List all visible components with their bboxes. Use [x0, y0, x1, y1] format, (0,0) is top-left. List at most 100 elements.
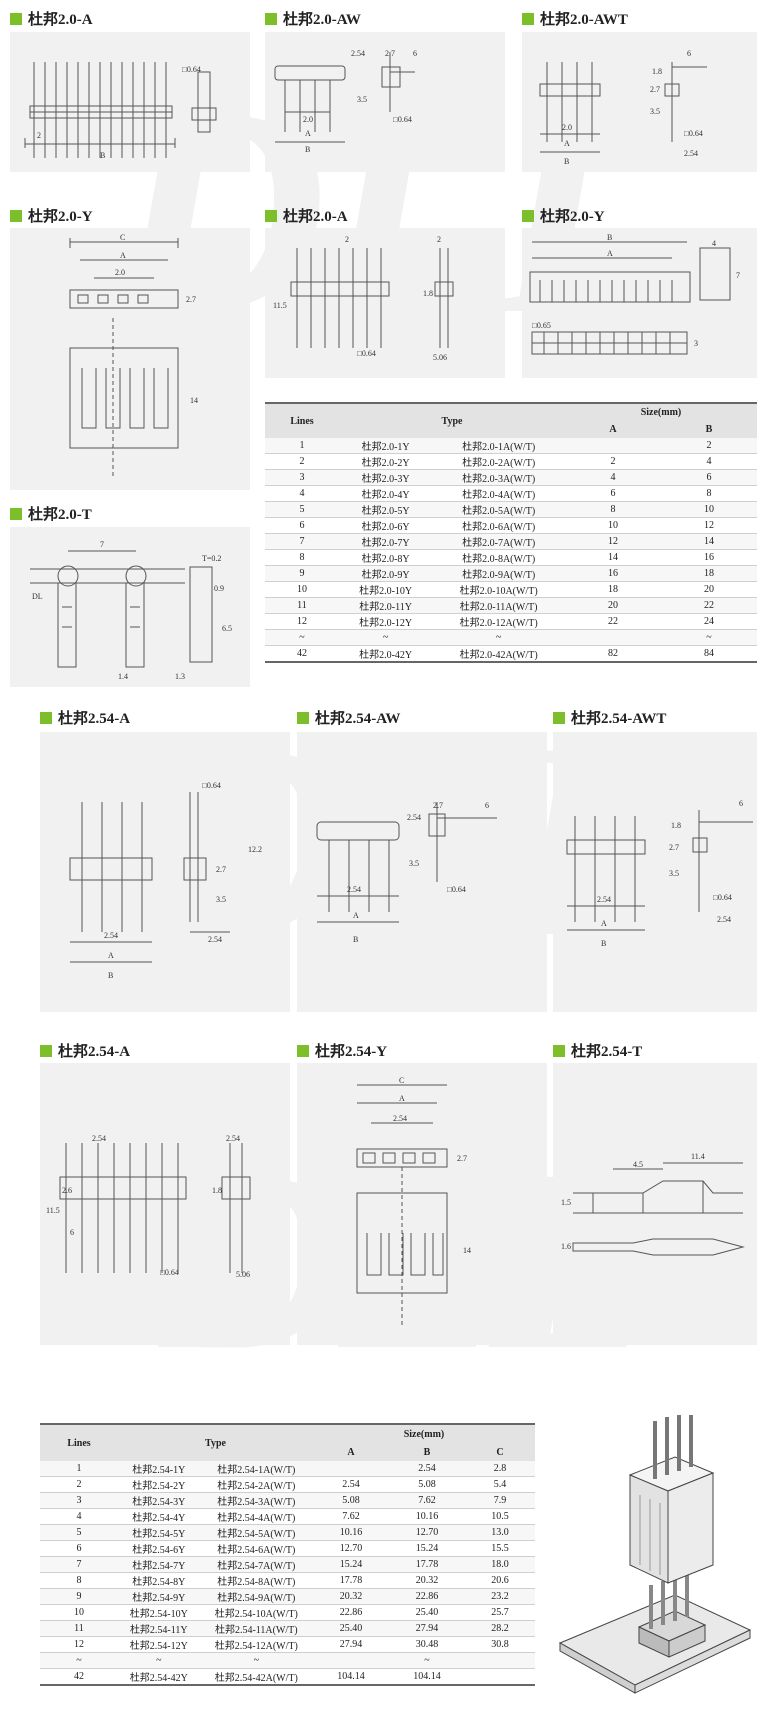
dim-label: 1.8	[212, 1186, 222, 1195]
drawing-2-0-t: 7 T=0.2 DL 0.9 6.5 1.4 1.3	[10, 527, 250, 687]
title-2-54-a: 杜邦2.54-A	[40, 707, 130, 728]
cell: 14	[565, 549, 661, 566]
dim-label: 3.5	[409, 859, 419, 868]
cell: 杜邦2.0-42Y	[339, 645, 433, 663]
dim-label: 6.5	[222, 624, 232, 633]
cell: 杜邦2.54-5A(W/T)	[199, 1524, 313, 1541]
cell: 20	[565, 597, 661, 614]
header-size: Size(mm)	[313, 1424, 535, 1443]
cell: 10	[265, 581, 339, 598]
pin-header-2-0-a-second-svg: 2 2 11.5 1.8 □0.64 5.06	[273, 235, 454, 362]
cell: 42	[265, 645, 339, 663]
dim-label: 11.4	[691, 1152, 705, 1161]
dim-label: 2.7	[216, 865, 226, 874]
cell: 16	[661, 549, 757, 566]
dim-label: 4	[712, 239, 716, 248]
cell: 10	[40, 1604, 118, 1621]
cell: 杜邦2.0-12A(W/T)	[432, 613, 565, 630]
title-2-54-y: 杜邦2.54-Y	[297, 1040, 387, 1061]
cell: 2.8	[465, 1461, 535, 1477]
cell: 12.70	[389, 1524, 465, 1541]
cell: 7	[265, 533, 339, 550]
dim-label: □0.64	[713, 893, 732, 902]
cell: ~	[199, 1652, 313, 1669]
cell: 4	[565, 469, 661, 486]
cell: 6	[661, 469, 757, 486]
drawing-2-0-aw: 2.7 6 2.54 3.5 2.0 A B □0.64	[265, 32, 505, 172]
cell: 22	[565, 613, 661, 630]
dim-label: 14	[463, 1246, 471, 1255]
dim-label: A	[120, 251, 126, 260]
header-b: B	[389, 1443, 465, 1461]
cell: 杜邦2.54-10A(W/T)	[199, 1604, 313, 1621]
green-square-icon	[522, 12, 534, 25]
dim-label: 2.54	[351, 49, 365, 58]
dim-label: 2.7	[457, 1154, 467, 1163]
cell: 杜邦2.54-9Y	[118, 1588, 200, 1605]
cell: 杜邦2.54-8A(W/T)	[199, 1572, 313, 1589]
dim-label: 2.54	[407, 813, 421, 822]
socket-2-0-y-second-svg: B A 4 7 □0.65 3	[529, 233, 740, 355]
cell: 杜邦2.0-5Y	[339, 501, 433, 518]
cell: 杜邦2.0-10Y	[339, 581, 433, 598]
green-square-icon	[10, 507, 22, 520]
table-header-row: Lines Type Size(mm)	[40, 1424, 535, 1461]
dim-label: A	[564, 139, 570, 148]
cell: 杜邦2.0-8Y	[339, 549, 433, 566]
cell: 24	[661, 613, 757, 630]
cell: 15.24	[389, 1540, 465, 1557]
cell: 12	[265, 613, 339, 630]
cell: 12.70	[313, 1540, 389, 1557]
cell	[313, 1461, 389, 1477]
cell: 杜邦2.0-9A(W/T)	[432, 565, 565, 582]
cell: 1	[265, 438, 339, 454]
dim-label: DL	[32, 592, 43, 601]
drawing-2-0-awt: 6 1.8 2.7 3.5 2.0 A B □0.64 2.54	[522, 32, 757, 172]
cell: 20.32	[313, 1588, 389, 1605]
cell: 杜邦2.54-4Y	[118, 1508, 200, 1525]
table-header-row: A B	[265, 421, 757, 438]
dim-label: 6	[687, 49, 691, 58]
green-square-icon	[522, 209, 534, 222]
dim-label: A	[601, 919, 607, 928]
dim-label: A	[399, 1094, 405, 1103]
cell: 9	[265, 565, 339, 582]
cell: 10	[565, 517, 661, 534]
header-type: Type	[339, 403, 565, 438]
dim-label: 2.7	[385, 49, 395, 58]
drawing-2-0-a: □0.64 2 B	[10, 32, 250, 172]
cell: 杜邦2.54-7A(W/T)	[199, 1556, 313, 1573]
cell: 1	[40, 1461, 118, 1477]
cell: 5.4	[465, 1476, 535, 1493]
dim-label: 3.5	[669, 869, 679, 878]
dim-label: 3.5	[216, 895, 226, 904]
cell: 15.24	[313, 1556, 389, 1573]
cell: 杜邦2.54-10Y	[118, 1604, 200, 1621]
cell: 14	[661, 533, 757, 550]
green-square-icon	[10, 12, 22, 25]
cell: 8	[565, 501, 661, 518]
cell: 20	[661, 581, 757, 598]
dim-label: 4.5	[633, 1160, 643, 1169]
dim-label: 2	[345, 235, 349, 244]
drawing-2-54-aw: 2.7 6 2.54 3.5 2.54 □0.64 A B	[297, 732, 547, 1012]
dim-label: 1.6	[561, 1242, 571, 1251]
green-square-icon	[40, 711, 52, 724]
cell: 7.62	[389, 1492, 465, 1509]
dim-label: B	[601, 939, 606, 948]
table-row: ~~~~	[265, 629, 757, 646]
dim-label: 0.9	[214, 584, 224, 593]
dim-label: □0.64	[202, 781, 221, 790]
cell: 10.16	[313, 1524, 389, 1541]
cell: ~	[339, 629, 433, 646]
cell: ~	[265, 629, 339, 646]
cell: 20.6	[465, 1572, 535, 1589]
cell: 杜邦2.0-5A(W/T)	[432, 501, 565, 518]
dim-label: B	[564, 157, 569, 166]
cell: 27.94	[313, 1636, 389, 1653]
